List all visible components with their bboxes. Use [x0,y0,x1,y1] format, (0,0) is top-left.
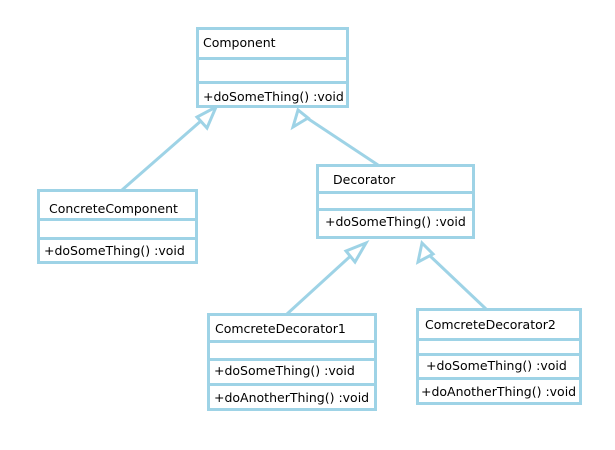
operations-compartment: +doSomeThing() :void [199,81,346,105]
operation-row: +doAnotherThing() :void [210,383,374,408]
class-component[interactable]: Component +doSomeThing() :void [196,27,349,108]
generalization-arrow-icon [194,103,220,131]
attributes-compartment [199,57,346,81]
generalization-arrow-icon [290,107,311,131]
attributes-compartment [319,191,472,208]
attributes-compartment [419,338,579,353]
generalization-arrow-icon [343,239,370,265]
class-concrete-component[interactable]: ConcreteComponent +doSomeThing() :void [37,189,198,264]
operation-label: +doAnotherThing() :void [214,390,370,405]
edge-decorator2-to-decorator [426,252,488,311]
operation-label: +doSomeThing() :void [325,214,466,229]
edge-decorator-to-component [306,116,379,167]
edge-concretecomponent-to-component [121,111,211,192]
operation-label: +doSomeThing() :void [214,363,355,378]
operations-compartment: +doSomeThing() :void [40,237,195,261]
generalization-arrow-icon [415,239,436,265]
attributes-compartment [210,340,374,358]
class-comcrete-decorator-2[interactable]: ComcreteDecorator2 +doSomeThing() :void … [416,308,582,405]
operation-label: +doSomeThing() :void [426,358,567,373]
operation-label: +doAnotherThing() :void [421,384,577,399]
operation-label: +doSomeThing() :void [44,243,185,258]
class-name: ComcreteDecorator1 [215,321,346,336]
operation-label: +doSomeThing() :void [203,89,344,104]
class-comcrete-decorator-1[interactable]: ComcreteDecorator1 +doSomeThing() :void … [207,313,377,411]
operations-compartment: +doSomeThing() :void [319,208,472,236]
operation-row: +doSomeThing() :void [210,358,374,383]
edge-decorator1-to-decorator [285,249,358,316]
operation-row: +doAnotherThing() :void [419,377,579,402]
class-decorator[interactable]: Decorator +doSomeThing() :void [316,164,475,239]
class-name: Component [203,35,276,50]
class-name: ConcreteComponent [49,201,178,216]
attributes-compartment [40,218,195,237]
operation-row: +doSomeThing() :void [419,353,579,377]
class-name: ComcreteDecorator2 [425,317,556,332]
class-name: Decorator [333,172,396,187]
